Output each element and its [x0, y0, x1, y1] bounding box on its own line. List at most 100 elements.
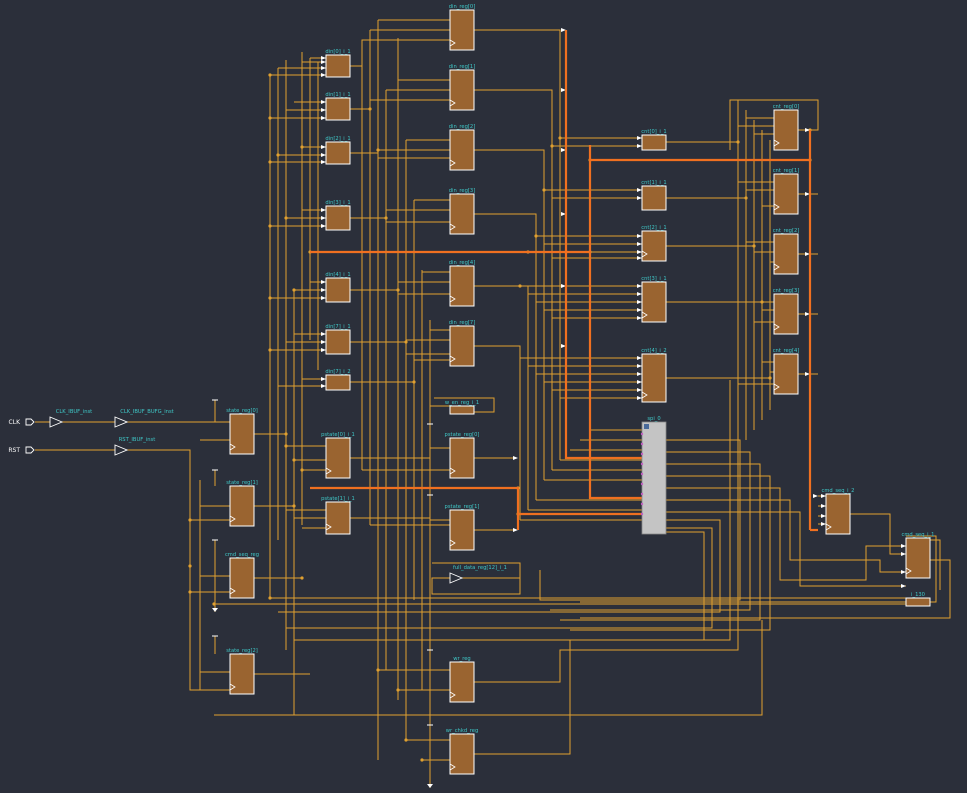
clock-pin-icon — [229, 443, 236, 451]
cell-din-4-i-1[interactable] — [325, 277, 351, 303]
cell-wr-reg[interactable] — [449, 661, 475, 703]
cell-label: cnt_reg[3] — [773, 288, 800, 294]
cell-pstate-reg-0[interactable] — [449, 437, 475, 479]
cell-label: cnt[0]_i_1 — [641, 129, 666, 135]
cell-label: din[4]_i_1 — [325, 272, 350, 278]
cell-spi-0[interactable] — [640, 421, 667, 535]
clock-pin-icon — [325, 523, 332, 531]
cell-cnt-reg-0[interactable] — [773, 109, 799, 151]
cell-label: din[1]_i_1 — [325, 92, 350, 98]
cell-layer[interactable] — [25, 9, 931, 775]
clock-pin-icon — [229, 587, 236, 595]
cell-label: cmd_seq_i_2 — [822, 488, 855, 494]
wire-layer — [35, 19, 951, 788]
cell-din-0-i-1[interactable] — [325, 54, 351, 78]
cell-box[interactable] — [449, 405, 475, 415]
cell-label: state_reg[2] — [226, 648, 258, 654]
cell-cnt-3-i-1[interactable] — [641, 281, 667, 323]
cell-pstate-1-i-1[interactable] — [325, 501, 351, 535]
port-rst[interactable] — [25, 446, 35, 454]
cell-din-reg-3[interactable] — [449, 193, 475, 235]
cell-box[interactable] — [229, 485, 255, 527]
cell-i-130[interactable] — [905, 597, 931, 607]
cell-box[interactable] — [641, 353, 667, 403]
cell-box[interactable] — [325, 374, 351, 391]
cell-w-en-reg-i-1[interactable] — [449, 405, 475, 415]
clock-pin-icon — [905, 567, 912, 575]
cell-cnt-4-i-2[interactable] — [641, 353, 667, 403]
cell-label: cmd_seq_reg — [225, 552, 259, 558]
cell-wr-chkd-reg[interactable] — [449, 733, 475, 775]
port-label: CLK — [9, 419, 22, 426]
cell-label: din_reg[4] — [449, 260, 475, 266]
cell-label: din[7]_i_2 — [325, 369, 350, 375]
cell-cmd-seq-i-1[interactable] — [905, 537, 931, 579]
cell-label: din_reg[3] — [449, 188, 475, 194]
cell-pstate-reg-1[interactable] — [449, 509, 475, 551]
cell-cmd-seq-reg[interactable] — [229, 557, 255, 599]
cell-box[interactable] — [641, 134, 667, 151]
cell-label: cnt[4]_i_2 — [641, 348, 666, 354]
clock-pin-icon — [229, 683, 236, 691]
cell-box[interactable] — [229, 557, 255, 599]
cell-box[interactable] — [905, 597, 931, 607]
buffer-rst-ibuf[interactable] — [114, 444, 129, 456]
cell-cnt-1-i-1[interactable] — [641, 185, 667, 211]
cell-box[interactable] — [325, 141, 351, 165]
cell-cnt-reg-1[interactable] — [773, 173, 799, 215]
cell-box[interactable] — [325, 329, 351, 355]
clock-pin-icon — [449, 691, 456, 699]
clock-pin-icon — [229, 515, 236, 523]
label-layer: din_reg[0]din_reg[1]din_reg[2]din_reg[3]… — [8, 4, 934, 734]
cell-pstate-0-i-1[interactable] — [325, 437, 351, 479]
cell-box[interactable] — [641, 421, 667, 535]
clock-pin-icon — [449, 467, 456, 475]
cell-din-reg-4[interactable] — [449, 265, 475, 307]
cell-box[interactable] — [325, 277, 351, 303]
cell-din-reg-7[interactable] — [449, 325, 475, 367]
clock-pin-icon — [641, 311, 648, 319]
cell-label: cnt[2]_i_1 — [641, 225, 666, 231]
cell-box[interactable] — [641, 230, 667, 262]
cell-cnt-reg-3[interactable] — [773, 293, 799, 335]
cell-din-7-i-1[interactable] — [325, 329, 351, 355]
cell-box[interactable] — [825, 493, 851, 535]
cell-din-3-i-1[interactable] — [325, 205, 351, 231]
cell-label: spi_0 — [647, 416, 660, 422]
cell-box[interactable] — [325, 97, 351, 121]
cell-box[interactable] — [641, 185, 667, 211]
cell-din-reg-1[interactable] — [449, 69, 475, 111]
cell-din-1-i-1[interactable] — [325, 97, 351, 121]
cell-din-reg-0[interactable] — [449, 9, 475, 51]
cell-cnt-2-i-1[interactable] — [641, 230, 667, 262]
buffer-clk-ibuf[interactable] — [49, 416, 64, 428]
cell-box[interactable] — [325, 501, 351, 535]
cell-label: pstate[0]_i_1 — [321, 432, 355, 438]
cell-label: wr_chkd_reg — [446, 728, 479, 734]
cell-din-7-i-2[interactable] — [325, 374, 351, 391]
cell-din-reg-2[interactable] — [449, 129, 475, 171]
buffer-full-data-buf[interactable] — [449, 572, 464, 584]
cell-label: cnt[1]_i_1 — [641, 180, 666, 186]
cell-label: pstate_reg[0] — [445, 432, 480, 438]
cell-cnt-reg-2[interactable] — [773, 233, 799, 275]
cell-label: cnt[3]_i_1 — [641, 276, 666, 282]
port-clk[interactable] — [25, 418, 35, 426]
cell-din-2-i-1[interactable] — [325, 141, 351, 165]
cell-box[interactable] — [325, 54, 351, 78]
cell-cmd-seq-i-2[interactable] — [825, 493, 851, 535]
clock-pin-icon — [449, 763, 456, 771]
cell-cnt-0-i-1[interactable] — [641, 134, 667, 151]
clock-pin-icon — [449, 355, 456, 363]
cell-state-reg-2[interactable] — [229, 653, 255, 695]
cell-label: cnt_reg[2] — [773, 228, 800, 234]
buffer-clk-bufg[interactable] — [114, 416, 129, 428]
clock-pin-icon — [449, 39, 456, 47]
cell-state-reg-1[interactable] — [229, 485, 255, 527]
cell-state-reg-0[interactable] — [229, 413, 255, 455]
clock-pin-icon — [641, 250, 648, 258]
cell-label: din[2]_i_1 — [325, 136, 350, 142]
cell-box[interactable] — [325, 205, 351, 231]
cell-cnt-reg-4[interactable] — [773, 353, 799, 395]
